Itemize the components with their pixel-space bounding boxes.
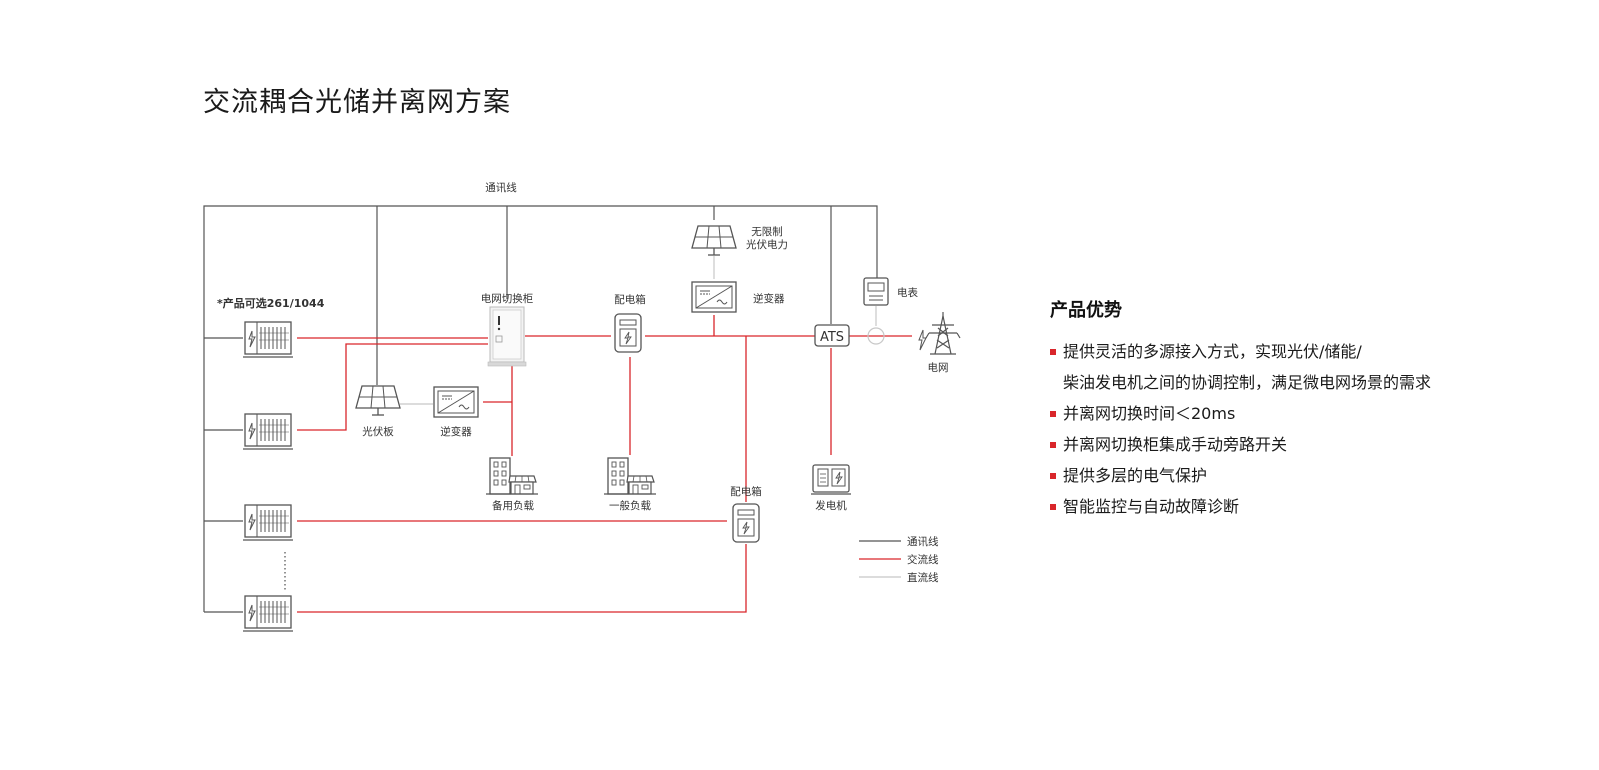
legend: 通讯线 交流线 直流线	[859, 535, 939, 584]
advantages-panel: 产品优势 提供灵活的多源接入方式，实现光伏/储能/ 柴油发电机之间的协调控制，满…	[1050, 296, 1570, 522]
advantage-item: 提供灵活的多源接入方式，实现光伏/储能/ 柴油发电机之间的协调控制，满足微电网场…	[1050, 336, 1570, 398]
battery-icon	[242, 413, 294, 450]
advantage-item: 并离网切换柜集成手动旁路开关	[1050, 429, 1570, 460]
meter-icon	[863, 277, 889, 306]
inverter-left-label: 逆变器	[440, 425, 472, 438]
advantage-item: 提供多层的电气保护	[1050, 460, 1570, 491]
meter-label: 电表	[897, 286, 918, 299]
solar-panel-icon	[355, 385, 401, 416]
grid-switch-cabinet-label: 电网切换柜	[481, 292, 534, 305]
building-icon	[603, 457, 657, 495]
power-tower-icon	[918, 312, 961, 355]
advantage-text: 智能监控与自动故障诊断	[1063, 497, 1240, 516]
advantages-title: 产品优势	[1050, 300, 1122, 321]
generator-label: 发电机	[815, 499, 847, 512]
advantage-text: 提供多层的电气保护	[1063, 466, 1208, 485]
battery-icon	[242, 504, 294, 541]
legend-label-ac: 交流线	[907, 553, 939, 566]
legend-label-dc: 直流线	[907, 571, 939, 584]
page-title: 交流耦合光储并离网方案	[203, 87, 511, 118]
legend-label-comm: 通讯线	[907, 535, 939, 548]
optional-products-label: *产品可选261/1044	[217, 296, 325, 310]
meter-sensor-icon	[867, 327, 885, 345]
distribution-box-icon	[614, 313, 642, 353]
svg-text:ATS: ATS	[820, 330, 844, 345]
advantage-text: 并离网切换柜集成手动旁路开关	[1063, 435, 1288, 454]
distribution-box-label-2: 配电箱	[730, 485, 762, 498]
backup-load-label: 备用负载	[492, 499, 534, 512]
advantage-item: 并离网切换时间＜20ms	[1050, 398, 1570, 429]
advantage-item: 智能监控与自动故障诊断	[1050, 491, 1570, 522]
ats-switch: ATS	[814, 324, 850, 347]
general-load-label: 一般负载	[609, 499, 651, 512]
grid-label: 电网	[928, 361, 949, 374]
unlimited-pv-label: 无限制	[751, 225, 783, 238]
comm-line-label: 通讯线	[485, 181, 517, 194]
comm-lines	[203, 205, 878, 613]
pv-panel-label: 光伏板	[362, 425, 394, 438]
dc-lines	[400, 256, 877, 405]
ac-lines	[297, 315, 912, 613]
inverter-icon	[691, 281, 737, 313]
grid-switch-cabinet-icon	[487, 306, 527, 367]
inverter-icon	[433, 386, 479, 418]
advantage-text-cont: 柴油发电机之间的协调控制，满足微电网场景的需求	[1063, 373, 1432, 392]
generator-icon	[811, 464, 851, 495]
solar-panel-icon	[691, 225, 737, 256]
building-icon	[485, 457, 539, 495]
advantage-text: 提供灵活的多源接入方式，实现光伏/储能/	[1063, 342, 1362, 361]
advantage-text: 并离网切换时间＜20ms	[1063, 404, 1236, 423]
distribution-box-icon	[732, 503, 760, 543]
battery-icon	[242, 595, 294, 632]
advantages-list: 提供灵活的多源接入方式，实现光伏/储能/ 柴油发电机之间的协调控制，满足微电网场…	[1050, 336, 1570, 522]
battery-icon	[242, 321, 294, 358]
inverter-top-label: 逆变器	[753, 292, 785, 305]
system-diagram: *产品可选261/1044 通讯线 电网切换柜 配电箱 无限制 光伏电力 逆变器…	[203, 181, 961, 632]
distribution-box-label: 配电箱	[614, 293, 646, 306]
unlimited-pv-label-2: 光伏电力	[746, 238, 788, 251]
